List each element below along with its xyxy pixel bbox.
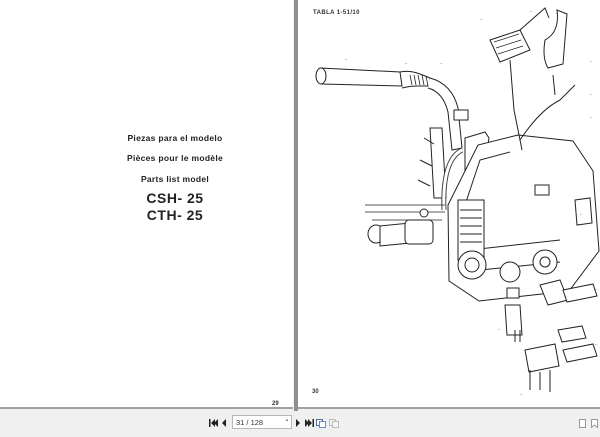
- svg-text:--: --: [590, 92, 593, 96]
- bookmark-icon: [590, 418, 598, 428]
- previous-page-icon: [222, 419, 226, 427]
- right-page-number: 30: [312, 389, 319, 395]
- title-english: Parts list model: [140, 174, 210, 184]
- viewer-toolbar: 31 / 128 ▪: [0, 411, 600, 437]
- single-page-view-button[interactable]: [329, 416, 339, 430]
- previous-page-button[interactable]: [220, 416, 228, 430]
- model-cth25: CTH- 25: [146, 207, 204, 223]
- svg-text:--: --: [556, 11, 559, 15]
- svg-text:--: --: [440, 61, 443, 65]
- title-french: Pièces pour le modèle: [126, 153, 224, 163]
- first-page-icon: [208, 419, 218, 427]
- svg-text:--: --: [590, 115, 593, 119]
- svg-text:--: --: [520, 392, 523, 396]
- first-page-button[interactable]: [208, 416, 218, 430]
- svg-text:--: --: [498, 327, 501, 331]
- two-page-view-icon: [316, 418, 326, 428]
- title-spanish: Piezas para el modelo: [127, 133, 223, 143]
- next-page-button[interactable]: [294, 416, 302, 430]
- cover-title-block: Piezas para el modelo Pièces pour le mod…: [100, 133, 250, 224]
- spacer10: [252, 416, 260, 430]
- document-viewer: Piezas para el modelo Pièces pour le mod…: [0, 0, 600, 412]
- model-csh25: CSH- 25: [146, 190, 204, 206]
- fit-page-icon: [578, 418, 586, 428]
- fit-page-button[interactable]: [578, 416, 586, 430]
- page-number-field[interactable]: 31 / 128 ▪: [232, 415, 292, 429]
- svg-text:--: --: [580, 212, 583, 216]
- svg-text:--: --: [595, 342, 598, 346]
- svg-text:--: --: [590, 59, 593, 63]
- two-page-view-button[interactable]: [316, 416, 326, 430]
- svg-text:--: --: [530, 9, 533, 13]
- bookmark-button[interactable]: [590, 416, 598, 430]
- page-divider: [294, 0, 298, 412]
- last-page-icon: [304, 419, 314, 427]
- engine-parts-diagram: -- -- -- -- -- -- -- -- -- -- -- -- -- --: [315, 7, 600, 396]
- single-page-view-icon: [329, 418, 339, 428]
- svg-text:--: --: [405, 61, 408, 65]
- last-page-button[interactable]: [304, 416, 314, 430]
- table-label: TABLA 1-51/10: [313, 10, 360, 16]
- svg-text:--: --: [480, 17, 483, 21]
- svg-text:--: --: [345, 57, 348, 61]
- page-dropdown-icon[interactable]: ▪: [285, 418, 288, 424]
- page-number-value: 31 / 128: [236, 417, 264, 427]
- next-page-icon: [296, 419, 300, 427]
- left-page-number: 29: [272, 401, 279, 407]
- svg-text:--: --: [595, 287, 598, 291]
- left-page: Piezas para el modelo Pièces pour le mod…: [0, 0, 293, 409]
